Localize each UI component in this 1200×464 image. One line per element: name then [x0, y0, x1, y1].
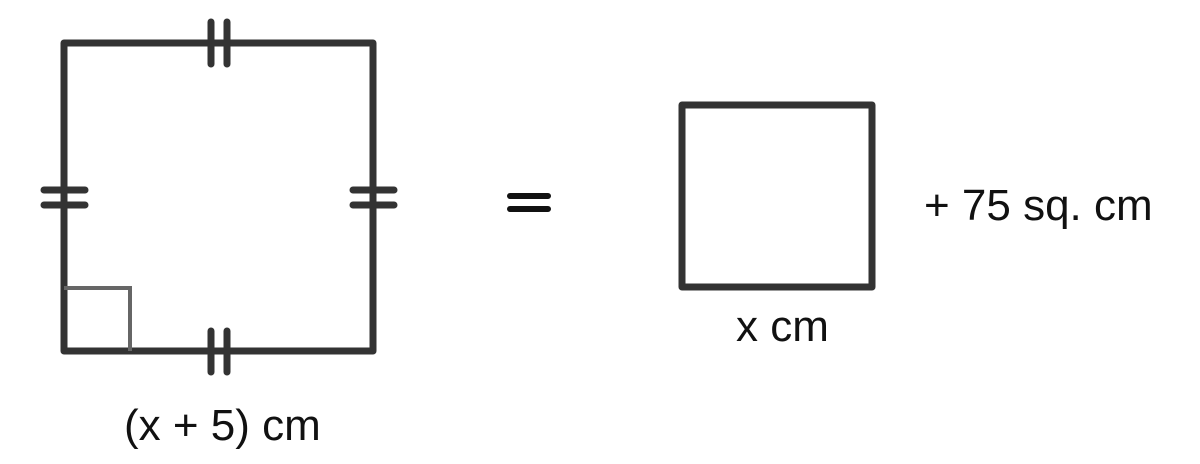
equal-side-tick-marks-icon — [40, 18, 398, 376]
equals-sign-icon — [507, 193, 551, 212]
addend-label: + 75 sq. cm — [924, 181, 1153, 230]
small-square — [678, 101, 876, 291]
large-square-side-label: (x + 5) cm — [124, 401, 321, 450]
small-square-side-label: x cm — [736, 302, 829, 351]
large-square — [60, 39, 377, 355]
right-angle-marker-icon — [64, 286, 132, 351]
